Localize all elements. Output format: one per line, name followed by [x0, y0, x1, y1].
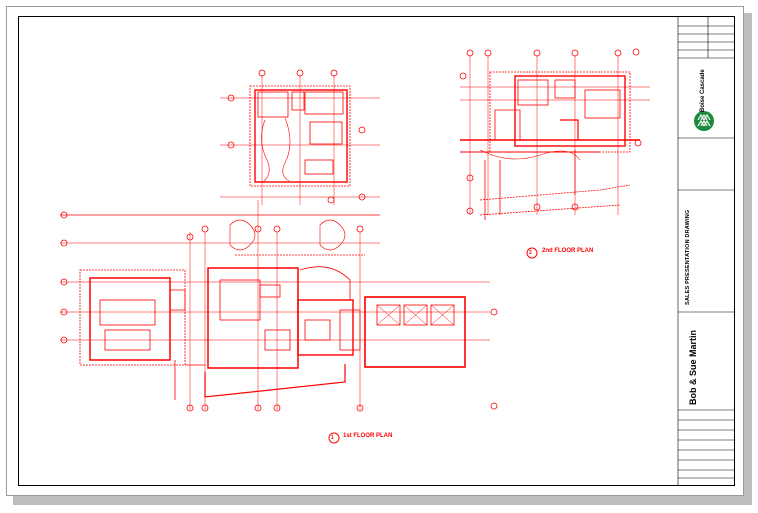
- brand-name: Boise Cascade: [700, 69, 706, 112]
- first-floor-plan: [60, 200, 498, 412]
- plan-title-1: 1st FLOOR PLAN: [343, 433, 393, 439]
- drawing-sheet: [6, 6, 744, 496]
- plan-number-1: 1: [331, 435, 334, 441]
- sheet-border: [18, 16, 735, 486]
- upper-left-plan: [220, 69, 380, 205]
- plan-title-2: 2nd FLOOR PLAN: [542, 248, 594, 254]
- second-floor-plan: [459, 48, 650, 220]
- title-block-lines: [677, 16, 735, 486]
- drawing-type: SALES PRESENTATION DRAWING: [685, 209, 691, 305]
- project-name: Bob & Sue Martin: [688, 329, 698, 405]
- brand-logo-icon: [694, 111, 714, 131]
- plan-number-2: 2: [529, 250, 532, 256]
